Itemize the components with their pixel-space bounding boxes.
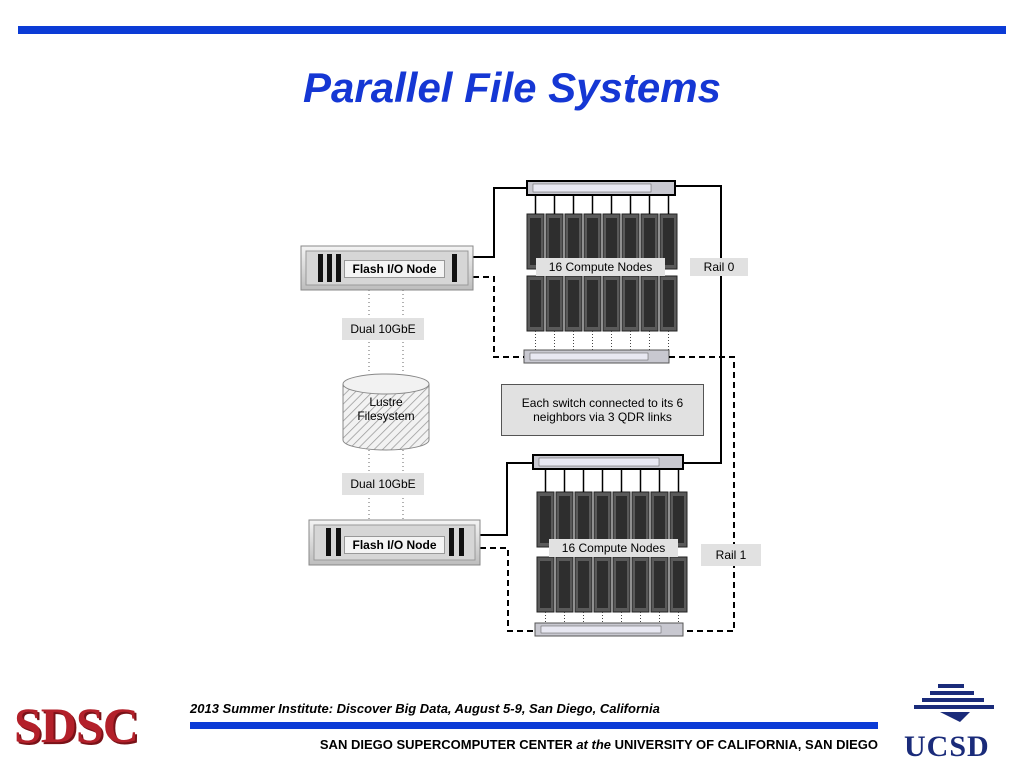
compute-blade-bay — [587, 280, 598, 327]
compute-blade-bay — [663, 280, 674, 327]
compute-blade-bay — [673, 496, 684, 543]
flash-node-bottom-label: Flash I/O Node — [344, 536, 445, 554]
flash-bottom-to-rail1-link — [480, 462, 533, 536]
footer-accent-bar — [190, 722, 878, 729]
compute-blade-bay — [616, 561, 627, 608]
filesystem-label-line2: Filesystem — [357, 409, 415, 423]
compute-blade-bay — [530, 218, 541, 265]
compute-blade-bay — [549, 218, 560, 265]
compute-blades-rail0 — [526, 195, 678, 350]
compute-blade-bay — [587, 218, 598, 265]
compute-blade-bay — [549, 280, 560, 327]
switch-rail0-top — [526, 180, 676, 196]
compute-blade-bay — [625, 280, 636, 327]
link-label-bottom: Dual 10GbE — [342, 473, 424, 495]
institution-line: SAN DIEGO SUPERCOMPUTER CENTER at the UN… — [190, 737, 878, 752]
compute-blade-bay — [625, 218, 636, 265]
compute-blades-rail1 — [536, 469, 688, 623]
compute-blade-bay — [663, 218, 674, 265]
compute-nodes-bottom-label: 16 Compute Nodes — [549, 539, 678, 557]
rail0-links — [473, 185, 722, 464]
link-label-top: Dual 10GbE — [342, 318, 424, 340]
compute-blade-bay — [597, 561, 608, 608]
compute-blade-bay — [597, 496, 608, 543]
filesystem-label-line1: Lustre — [369, 395, 403, 409]
compute-blade-bay — [540, 561, 551, 608]
compute-blade-bay — [540, 496, 551, 543]
switch-rail1-bottom — [534, 622, 684, 637]
event-caption: 2013 Summer Institute: Discover Big Data… — [190, 701, 660, 716]
compute-blade-bay — [578, 561, 589, 608]
compute-blade-bay — [635, 496, 646, 543]
top-accent-bar — [18, 26, 1006, 34]
ucsd-logo: UCSD — [904, 730, 990, 763]
compute-blade-bay — [654, 496, 665, 543]
compute-blade-bay — [606, 280, 617, 327]
switch-rail1-top — [532, 454, 684, 470]
compute-blade-bay — [559, 561, 570, 608]
compute-blade-bay — [568, 280, 579, 327]
compute-blade-bay — [644, 280, 655, 327]
institution-line-part1: SAN DIEGO SUPERCOMPUTER CENTER — [319, 737, 577, 752]
compute-blade-bay — [616, 496, 627, 543]
compute-blade-bay — [578, 496, 589, 543]
slide-title: Parallel File Systems — [303, 64, 721, 111]
compute-blade-bay — [644, 218, 655, 265]
flash-node-bottom-chassis — [308, 519, 481, 566]
compute-blade-bay — [530, 280, 541, 327]
rail1-label: Rail 1 — [701, 544, 761, 566]
institution-line-italic: at the — [576, 737, 611, 752]
institution-line-part2: UNIVERSITY OF CALIFORNIA, SAN DIEGO — [610, 737, 878, 752]
switch-rail0-bottom — [523, 349, 670, 364]
compute-blade-bay — [568, 218, 579, 265]
rail0-label: Rail 0 — [690, 258, 748, 276]
compute-blade-bay — [673, 561, 684, 608]
compute-blade-bay — [559, 496, 570, 543]
filesystem-label: Lustre Filesystem — [343, 395, 429, 423]
flash-node-top-label: Flash I/O Node — [344, 260, 445, 278]
switch-note: Each switch connected to its 6 neighbors… — [501, 384, 704, 436]
compute-blade-bay — [635, 561, 646, 608]
ucsd-emblem-icon — [914, 684, 994, 722]
compute-blade-bay — [654, 561, 665, 608]
lustre-cylinder — [342, 373, 430, 451]
compute-blade-bay — [606, 218, 617, 265]
compute-nodes-top-label: 16 Compute Nodes — [536, 258, 665, 276]
sdsc-logo: SDSC — [14, 697, 139, 753]
rail1-links — [473, 276, 735, 632]
